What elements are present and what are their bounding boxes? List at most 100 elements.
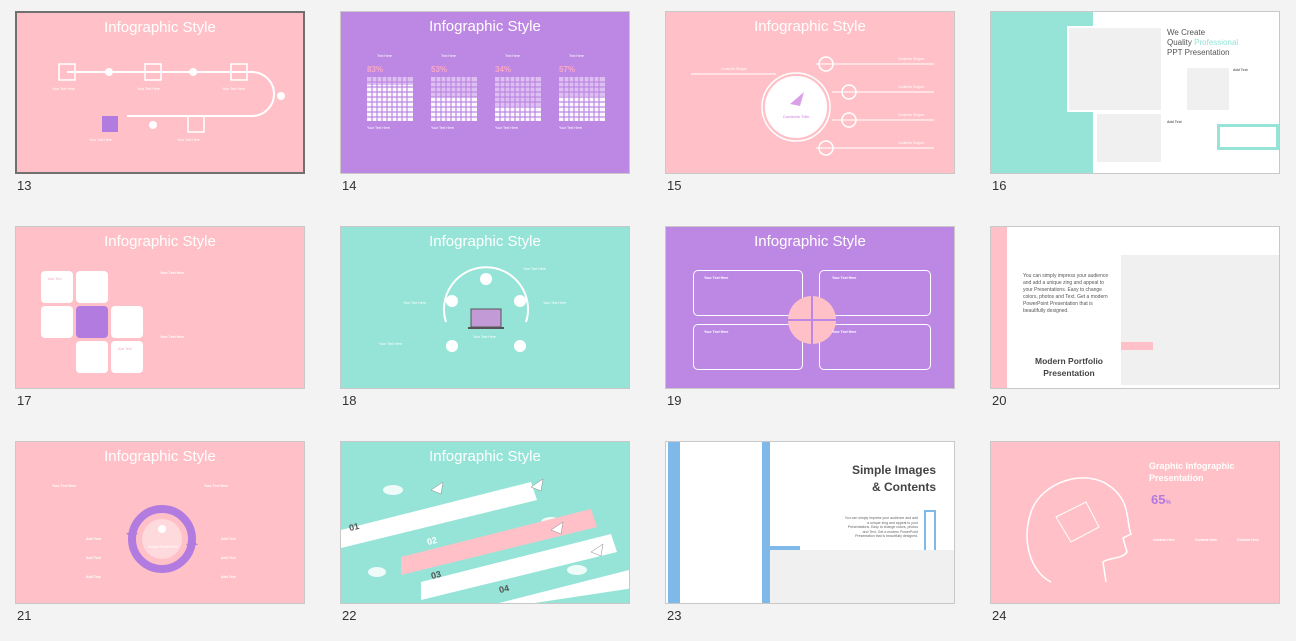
tile <box>41 306 73 338</box>
head-outline-graphic <box>1026 477 1132 583</box>
left-slogan: Contents Slogan <box>721 67 747 71</box>
percent-4: 57% <box>559 65 576 74</box>
text-heading: Your Text Here <box>204 484 229 488</box>
outline-box <box>1217 124 1279 150</box>
box-label: Your Text Here <box>832 330 857 334</box>
tile <box>76 341 108 373</box>
timeline-label-2: Your Text Here <box>137 87 160 91</box>
image-placeholder <box>770 550 954 603</box>
slide-17-title: Infographic Style <box>104 233 216 250</box>
text-box <box>819 270 931 316</box>
slide-number: 20 <box>992 393 1007 408</box>
caption-3: Your Text Here <box>495 126 518 130</box>
slide-number: 22 <box>342 608 357 623</box>
column-label: Content Here <box>1195 538 1217 542</box>
caption-2: Your Text Here <box>431 126 454 130</box>
slide-thumbnail-13[interactable]: Infographic Style Your Text Here Your Te… <box>15 11 307 211</box>
slide-thumbnail-20[interactable]: You can simply impress your audience and… <box>990 226 1282 426</box>
contents-circle-graphic <box>691 56 934 156</box>
slide-19-canvas: Infographic Style Your Text Here Your Te… <box>665 226 955 389</box>
slide-thumbnail-17[interactable]: Infographic Style Add Text Add Text Your… <box>15 226 307 426</box>
pink-strip <box>991 227 1007 388</box>
column-label: Content Here <box>1237 538 1259 542</box>
slide-15-canvas: Infographic Style Contents Title Content… <box>665 11 955 174</box>
slide-19-title: Infographic Style <box>754 233 866 250</box>
text-box <box>819 324 931 370</box>
slide-13-canvas: Infographic Style Your Text Here Your Te… <box>15 11 305 174</box>
slide-number: 21 <box>17 608 32 623</box>
box-label: Your Text Here <box>704 276 729 280</box>
blue-strip <box>668 442 680 603</box>
slide-thumbnail-22[interactable]: Infographic Style 01 02 03 04 22 <box>340 441 632 641</box>
bar-label-1: Text Here <box>377 54 392 58</box>
slide-22-canvas: Infographic Style 01 02 03 04 <box>340 441 630 604</box>
slide-23-canvas: Simple Images & Contents You can simply … <box>665 441 955 604</box>
slide-14-canvas: Infographic Style Text Here Text Here Te… <box>340 11 630 174</box>
text-heading: Add Text <box>86 537 101 541</box>
slide-thumbnail-15[interactable]: Infographic Style Contents Title Content… <box>665 11 957 211</box>
slide-number: 16 <box>992 178 1007 193</box>
pink-accent <box>1121 342 1153 350</box>
bar-label-3: Text Here <box>505 54 520 58</box>
text-label: Your Text Here <box>473 335 496 339</box>
text-heading: Add Text <box>221 575 236 579</box>
slide-14-title: Infographic Style <box>429 18 541 35</box>
image-placeholder <box>1187 68 1229 110</box>
tile <box>41 271 73 303</box>
slide-21-title: Infographic Style <box>104 448 216 465</box>
text-label: Your Text Here <box>523 267 546 271</box>
tile-accent <box>76 306 108 338</box>
text-heading: Add Text <box>221 556 236 560</box>
slide-thumbnail-16[interactable]: We Create Quality Professional PPT Prese… <box>990 11 1282 211</box>
slide-thumbnail-19[interactable]: Infographic Style Your Text Here Your Te… <box>665 226 957 426</box>
text-heading: Your Text Here <box>160 335 185 339</box>
contents-title: Contents Title <box>782 114 810 119</box>
slide-23-heading: Simple Images & Contents <box>851 463 936 494</box>
tile <box>111 341 143 373</box>
image-placeholder <box>1097 114 1161 162</box>
box-label: Your Text Here <box>832 276 857 280</box>
add-text-label: Add Text <box>1233 68 1248 72</box>
slide-18-canvas: Infographic Style Your Text Here Your Te… <box>340 226 630 389</box>
slide-thumbnail-14[interactable]: Infographic Style Text Here Text Here Te… <box>340 11 632 211</box>
body-text: You can simply impress your audience and… <box>1023 273 1109 314</box>
right-slogan-1: Contents Slogan <box>898 57 924 61</box>
text-label: Your Text Here <box>379 342 402 346</box>
timeline-label-5: Your Text Here <box>89 138 112 142</box>
slide-15-title: Infographic Style <box>754 18 866 35</box>
slide-thumbnail-18[interactable]: Infographic Style Your Text Here Your Te… <box>340 226 632 426</box>
tile-label: Add Text <box>48 277 62 281</box>
laptop-cycle-graphic <box>443 266 529 352</box>
caption-4: Your Text Here <box>559 126 582 130</box>
slide-number: 18 <box>342 393 357 408</box>
slide-17-canvas: Infographic Style Add Text Add Text Your… <box>15 226 305 389</box>
percent-2: 53% <box>431 65 448 74</box>
text-label: Your Text Here <box>543 301 566 305</box>
waffle-charts <box>367 77 605 121</box>
image-placeholder <box>1121 255 1279 385</box>
slide-thumbnail-23[interactable]: Simple Images & Contents You can simply … <box>665 441 957 641</box>
text-heading: Add Text <box>86 556 101 560</box>
percent-value: 65% <box>1151 492 1171 507</box>
slide-13-title: Infographic Style <box>104 19 216 36</box>
slide-22-title: Infographic Style <box>429 448 541 465</box>
body-text: You can simply impress your audience and… <box>844 516 918 538</box>
slide-24-heading: Graphic Infographic Presentation <box>1149 461 1235 483</box>
bar-label-4: Text Here <box>569 54 584 58</box>
box-label: Your Text Here <box>704 330 729 334</box>
percent-3: 34% <box>495 65 512 74</box>
right-slogan-3: Contents Slogan <box>898 113 924 117</box>
timeline-label-1: Your Text Here <box>52 87 75 91</box>
slide-number: 24 <box>992 608 1007 623</box>
tile <box>111 306 143 338</box>
text-box <box>693 270 803 316</box>
text-heading: Your Text Here <box>160 271 185 275</box>
percent-1: 83% <box>367 65 384 74</box>
center-petals <box>788 296 836 344</box>
slide-number: 14 <box>342 178 357 193</box>
timeline-label-4: Your Text Here <box>177 138 200 142</box>
slide-number: 17 <box>17 393 32 408</box>
slide-thumbnail-21[interactable]: Infographic Style Simple PowerPoint Your… <box>15 441 307 641</box>
slide-thumbnail-24[interactable]: Graphic Infographic Presentation 65% Con… <box>990 441 1282 641</box>
